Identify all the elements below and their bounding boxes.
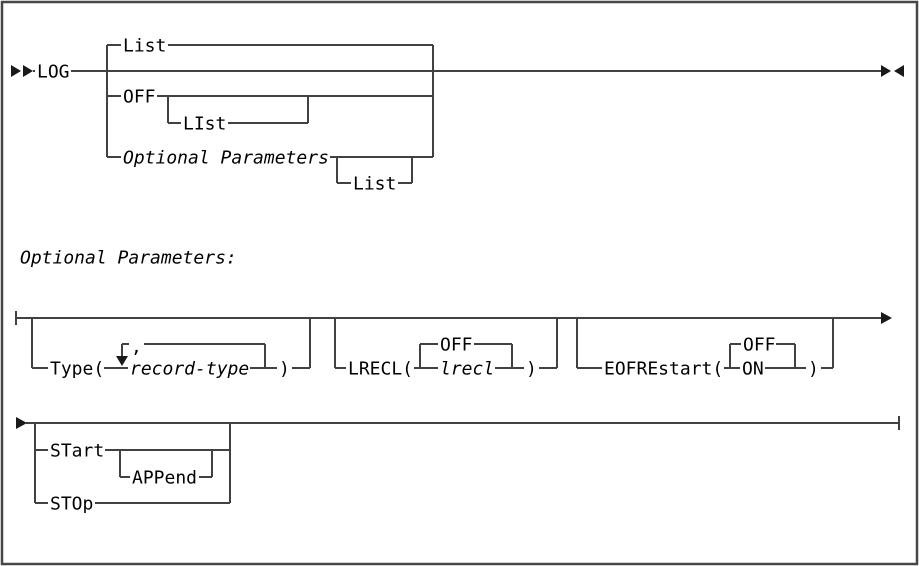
keyword-log: LOG xyxy=(37,62,70,83)
choice-eofrestart-on: ON xyxy=(742,359,764,380)
repeat-separator-comma: , xyxy=(131,337,142,358)
keyword-eofrestart-open: EOFREstart( xyxy=(604,359,723,380)
statement-end-arrows-icon xyxy=(881,65,904,77)
railroad-labels: LOG List OFF LIst Optional Parameters Li… xyxy=(19,34,821,516)
railroad-arrows xyxy=(11,65,904,429)
variable-record-type: record-type xyxy=(130,359,249,380)
keyword-lrecl-open: LRECL( xyxy=(348,359,413,380)
choice-list-default: List xyxy=(123,36,166,57)
railroad-lines xyxy=(15,44,900,504)
variable-lrecl: lrecl xyxy=(440,359,494,380)
keyword-lrecl-close: ) xyxy=(526,359,537,380)
repeat-loop-arrow-icon xyxy=(116,356,128,366)
fragment-continue-arrow-icon xyxy=(881,312,892,324)
fragment-reference: Optional Parameters xyxy=(123,148,329,169)
keyword-stop: STOp xyxy=(50,494,93,515)
fragment-line-2 xyxy=(26,416,900,504)
keyword-type-close: ) xyxy=(279,359,290,380)
choice-eofrestart-off: OFF xyxy=(743,335,776,356)
keyword-eofrestart-close: ) xyxy=(808,359,819,380)
option-off-list: LIst xyxy=(183,114,226,135)
keyword-type-open: Type( xyxy=(50,359,104,380)
main-rule-line xyxy=(33,44,881,184)
choice-off: OFF xyxy=(123,87,156,108)
fragment-line-1 xyxy=(15,311,881,369)
statement-start-arrows-icon xyxy=(11,65,33,77)
choice-lrecl-off: OFF xyxy=(440,335,473,356)
fragment-resume-arrow-icon xyxy=(16,417,27,429)
option-params-list: List xyxy=(353,174,396,195)
fragment-heading: Optional Parameters: xyxy=(20,248,237,269)
option-append: APPend xyxy=(132,468,197,489)
keyword-start: STart xyxy=(50,441,104,462)
